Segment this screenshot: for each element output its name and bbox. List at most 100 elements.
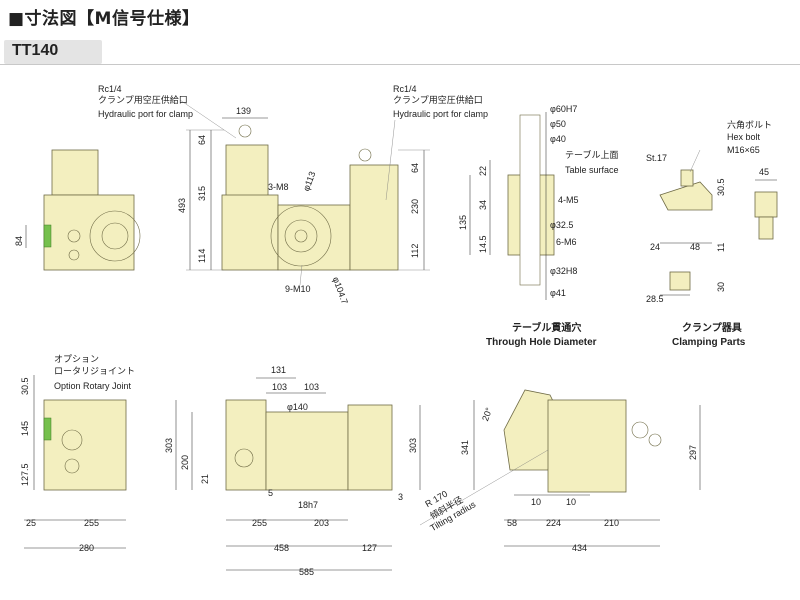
rotary-joint-green [43,417,52,441]
dim-22: 22 [478,166,488,176]
option-jp-2: ロータリジョイント [54,366,135,376]
dim-phi140: φ140 [287,402,308,412]
dim-203: 203 [314,518,329,528]
dim-14-5: 14.5 [478,235,488,253]
top-view: 131 103 103 φ140 303 200 21 5 18h7 255 2… [164,365,421,577]
dim-30-5-clamp: 30.5 [716,178,726,196]
dim-18h7: 18h7 [298,500,318,510]
port-code-2: Rc1/4 [393,84,417,94]
callout-3-m8: 3-M8 [268,182,289,192]
dim-341: 341 [460,440,470,455]
dim-11: 11 [716,243,726,252]
option-jp-1: オプション [54,354,99,364]
port-label-en-2: Hydraulic port for clamp [393,109,488,119]
caption-clamp-jp: クランプ器具 [682,321,742,334]
left-base-block [43,194,135,271]
table-surface-en: Table surface [565,165,619,175]
dim-10-a: 10 [531,497,541,507]
dim-84: 84 [14,236,24,246]
tilt-view: 20° 341 297 R 170 傾斜半径 Tilting radius 10… [419,389,701,553]
dim-phi40: φ40 [550,134,566,144]
top-left-housing [225,399,267,491]
top-right-housing [347,404,393,491]
port-label-jp: クランプ用空圧供給口 [98,94,188,105]
dim-585: 585 [299,567,314,577]
dim-5: 5 [268,488,273,498]
hex-bolt-jp: 六角ボルト [727,119,772,130]
caption-through-hole-en: Through Hole Diameter [486,337,597,348]
model-label: TT140 [12,42,59,59]
header-rule [0,64,800,65]
callout-9-m10: 9-M10 [285,284,311,294]
table-surface-jp: テーブル上面 [565,149,618,160]
callout-phi113: φ113 [301,170,317,192]
clamp-housing [225,144,269,201]
dim-25: 25 [26,518,36,528]
dim-34: 34 [478,200,488,210]
rotary-table [270,205,332,267]
dim-phi50: φ50 [550,119,566,129]
dim-phi32h8: φ32H8 [550,266,577,276]
dim-145: 145 [20,421,30,436]
port-code: Rc1/4 [98,84,122,94]
dim-24: 24 [650,242,660,252]
lifting-eye [238,124,252,138]
lifting-eye-2 [358,148,372,162]
hex-bolt-en: Hex bolt [727,132,761,142]
dim-st17: St.17 [646,153,667,163]
main-base-block [221,194,279,271]
option-en: Option Rotary Joint [54,381,132,391]
dim-64: 64 [197,135,207,145]
dim-112: 112 [410,244,420,258]
dim-303: 303 [164,438,174,453]
dim-58: 58 [507,518,517,528]
option-port-green [43,224,52,248]
side-view-left: オプション ロータリジョイント Option Rotary Joint 30.5… [20,354,135,553]
side-body-left [43,399,127,491]
dim-64-right: 64 [410,163,420,173]
dim-phi41: φ41 [550,288,566,298]
dim-6-m6: 6-M6 [556,237,577,247]
dim-493: 493 [177,198,187,213]
dim-20-deg: 20° [480,406,494,423]
page-title: ■寸法図【M信号仕様】 [8,9,200,29]
dim-phi32-5: φ32.5 [550,220,573,230]
dim-200: 200 [180,455,190,470]
dim-315: 315 [197,186,207,201]
left-table-face [89,210,141,262]
dim-10-b: 10 [566,497,576,507]
dim-30-5-joint: 30.5 [20,377,30,395]
hex-bolt [680,169,694,187]
dim-30-clamp: 30 [716,282,726,292]
hex-bolt-size: M16×65 [727,145,760,155]
dim-28-5: 28.5 [646,294,664,304]
dim-230: 230 [410,199,420,214]
dim-114: 114 [197,249,207,263]
dim-21: 21 [200,474,210,484]
dim-127-5: 127.5 [20,463,30,486]
dim-135: 135 [458,215,468,230]
through-hole [519,114,541,286]
dim-458: 458 [274,543,289,553]
left-motor-housing [51,149,99,196]
dim-303-right: 303 [408,438,418,453]
dim-139: 139 [236,106,251,116]
port-label-en: Hydraulic port for clamp [98,109,193,119]
caption-clamp-en: Clamping Parts [672,337,746,348]
front-view-left: 84 [14,149,141,271]
dim-4-m5: 4-M5 [558,195,579,205]
dim-127: 127 [362,543,377,553]
front-view-main: Rc1/4 クランプ用空圧供給口 Hydraulic port for clam… [98,84,488,306]
port-label-jp-2: クランプ用空圧供給口 [393,94,483,105]
dim-297: 297 [688,445,698,460]
dim-3: 3 [398,492,403,502]
tilt-base-body [547,399,627,493]
through-hole-view: φ60H7 φ50 φ40 テーブル上面 Table surface 22 13… [458,104,619,348]
clamping-parts-view: 六角ボルト Hex bolt M16×65 St.17 30.5 45 24 4… [646,119,778,348]
dim-224: 224 [546,518,561,528]
dim-103-b: 103 [304,382,319,392]
dim-45: 45 [759,167,769,177]
table-block [277,204,351,271]
clamp-side [754,191,778,218]
dim-255-left: 255 [84,518,99,528]
